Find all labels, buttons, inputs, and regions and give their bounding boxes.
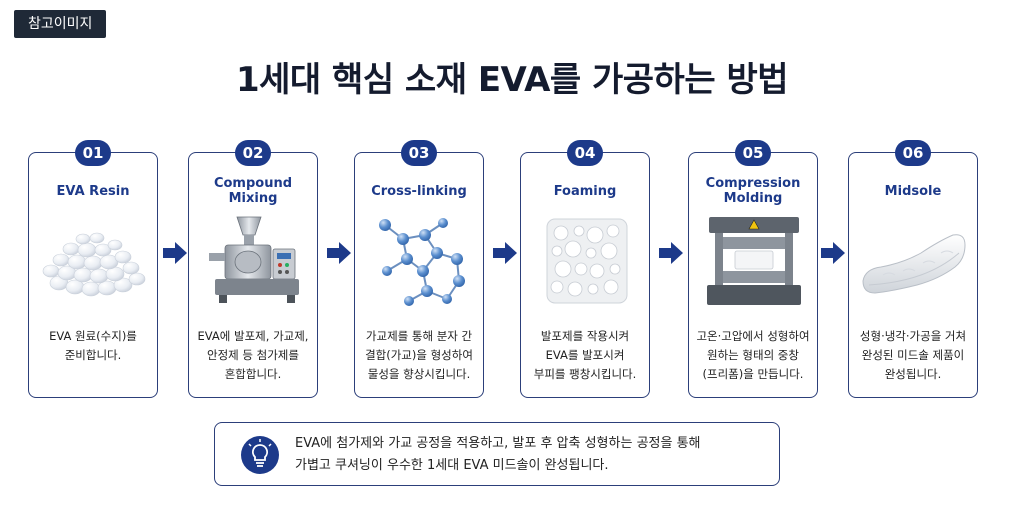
step-title: Midsole [884,183,942,199]
step-number-badge: 06 [895,140,931,166]
arrow-right-icon [493,242,517,264]
lightbulb-icon [241,436,279,474]
step-title: Compression Molding [705,176,801,206]
step-title: Compound Mixing [213,176,293,206]
page-title: 1세대 핵심 소재 EVA를 가공하는 방법 [235,60,789,100]
molecule-structure-icon [379,218,465,306]
step-card-compound-mixing: 02 Compound Mixing EVA에 발포제, 가교제,안정제 등 첨… [188,140,318,398]
step-title: Cross-linking [371,183,467,199]
arrow-right-icon [163,242,187,264]
reference-image-tag: 참고이미지 [14,10,107,38]
arrow-right-icon [327,242,351,264]
midsole-icon [862,234,966,294]
step-number-badge: 04 [567,140,603,166]
resin-pellets-icon [42,232,146,297]
step-number-badge: 03 [401,140,437,166]
step-title: EVA Resin [56,183,130,199]
foam-block-icon [546,218,628,304]
step-number-badge: 01 [75,140,111,166]
arrow-right-icon [821,242,845,264]
step-number-badge: 05 [735,140,771,166]
step-number-badge: 02 [235,140,271,166]
mixing-machine-icon [209,216,299,303]
step-title: Foaming [553,183,617,199]
summary-box: EVA에 첨가제와 가교 공정을 적용하고, 발포 후 압축 성형하는 공정을 … [214,422,780,486]
summary-text: EVA에 첨가제와 가교 공정을 적용하고, 발포 후 압축 성형하는 공정을 … [295,436,701,473]
compression-press-icon [707,217,801,305]
arrow-right-icon [659,242,683,264]
